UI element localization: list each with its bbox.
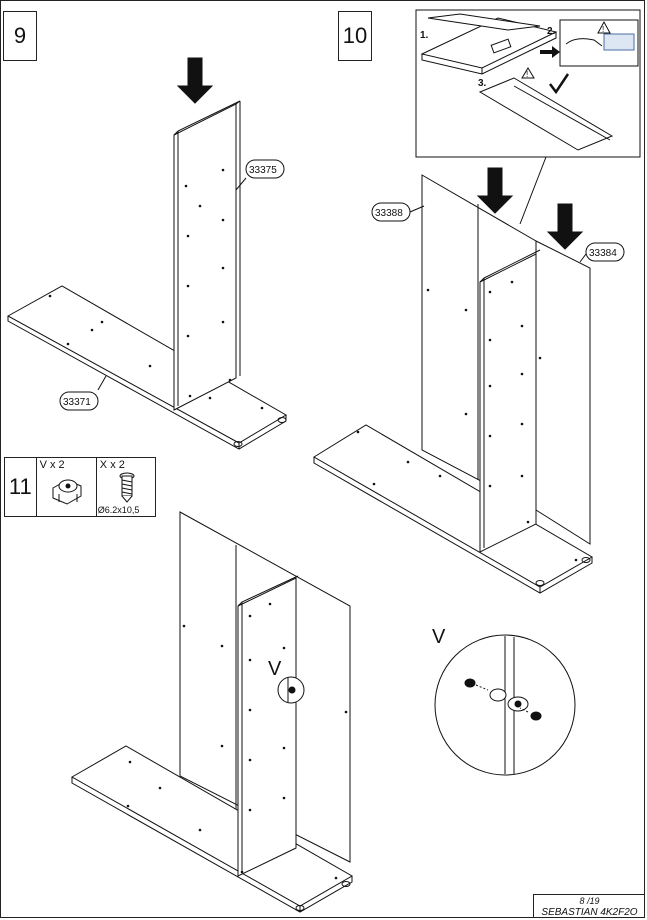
right-side-panel-33384 <box>535 240 591 545</box>
inner-side-panel <box>237 577 297 877</box>
part-number-33371: 33371 <box>63 397 91 408</box>
screw-icon <box>464 678 542 721</box>
cam-connector-icon <box>52 479 82 505</box>
product-name: SEBASTIAN 4K2F2O <box>541 907 638 918</box>
page-number: 8 /19 <box>579 896 600 906</box>
side-panel-33375 <box>173 103 237 411</box>
part-number-33375: 33375 <box>249 165 277 176</box>
hardware-item-x: X x 2 Ø6.2x10,5 <box>97 458 155 516</box>
step-11-parts-box: 11 V x 2 X x 2 Ø6.2x10,5 <box>4 457 156 517</box>
part-number-33388: 33388 <box>375 208 403 219</box>
warning-icon <box>521 67 535 79</box>
cam-connector-icon <box>489 688 529 712</box>
svg-text:!: ! <box>526 70 528 79</box>
down-arrow-icon <box>176 57 214 104</box>
part-number-33384: 33384 <box>589 248 617 259</box>
inset-step-1: 1. <box>420 30 429 41</box>
hardware-x-quantity: X x 2 <box>99 459 125 471</box>
step-11-number: 11 <box>5 458 37 516</box>
step-10-drawing: 1. 2. ! 3. ! <box>313 9 641 594</box>
bottom-panel-33371 <box>6 285 287 444</box>
part-label-33371 <box>59 391 99 411</box>
checkmark-icon <box>549 73 570 95</box>
down-arrow-icon <box>476 167 514 214</box>
hardware-v-quantity: V x 2 <box>39 459 65 471</box>
down-arrow-icon <box>546 203 584 250</box>
part-label-33375 <box>245 159 285 179</box>
step-9-drawing: 33371 33375 <box>6 57 287 450</box>
step-11-drawing: V V <box>70 511 576 913</box>
screw-icon <box>119 472 135 503</box>
svg-text:!: ! <box>602 25 604 34</box>
connector-callout-v: V <box>268 658 282 680</box>
part-label-33384 <box>585 242 625 262</box>
hardware-x-spec: Ø6.2x10,5 <box>97 505 140 515</box>
step-9-number: 9 <box>3 11 37 61</box>
right-arrow-icon <box>540 46 560 58</box>
warning-icon <box>597 20 611 34</box>
step-10-number: 10 <box>338 11 372 61</box>
part-label-33388 <box>371 202 411 222</box>
page-footer: 8 /19 SEBASTIAN 4K2F2O <box>533 894 645 918</box>
detail-callout-v: V <box>432 626 446 648</box>
inset-step-2: 2. <box>547 26 556 37</box>
inset-step-3: 3. <box>478 78 487 89</box>
hardware-item-v: V x 2 <box>37 458 97 516</box>
